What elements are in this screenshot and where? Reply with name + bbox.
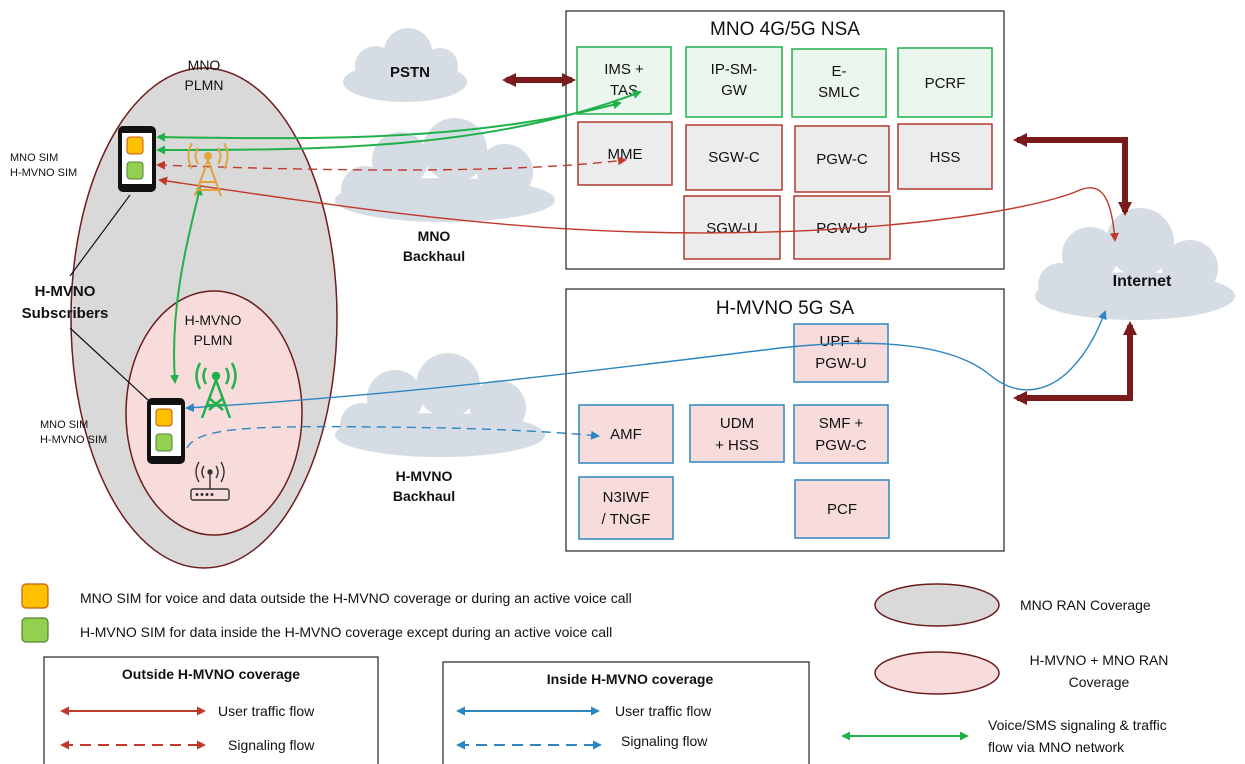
hmvno-nf-n3iwf-tngf: N3IWF / TNGF <box>578 476 674 540</box>
pstn-label: PSTN <box>390 64 430 81</box>
svg-text:GW: GW <box>721 82 748 99</box>
legend-green-sim-text: H-MVNO SIM for data inside the H-MVNO co… <box>80 624 612 640</box>
svg-text:PGW-C: PGW-C <box>815 437 867 454</box>
mno-backhaul-label: Backhaul <box>403 248 465 264</box>
hmvno-nf-pcf: PCF <box>794 479 890 539</box>
svg-text:TAS: TAS <box>610 82 638 99</box>
mno-plmn-label: MNO <box>188 57 221 73</box>
mno-nf-sgw-u: SGW-U <box>683 195 781 260</box>
hmvno-signaling-flow <box>186 425 600 449</box>
svg-text:IP-SM-: IP-SM- <box>711 61 758 78</box>
svg-text:SMLC: SMLC <box>818 84 860 101</box>
legend-green-sim-icon <box>21 617 49 643</box>
mno-nf-pgw-c: PGW-C <box>794 125 890 193</box>
legend-orange-sim-icon <box>21 583 49 609</box>
mno-plmn-label: PLMN <box>185 77 224 93</box>
svg-text:IMS +: IMS + <box>604 61 644 78</box>
svg-text:N3IWF: N3IWF <box>603 489 650 506</box>
svg-text:AMF: AMF <box>610 426 642 443</box>
svg-text:SGW-C: SGW-C <box>708 149 760 166</box>
phone-top-sim-label: H-MVNO SIM <box>10 167 77 179</box>
svg-text:SMF +: SMF + <box>819 415 864 432</box>
legend-inside-user-text: User traffic flow <box>615 703 712 719</box>
svg-text:SGW-U: SGW-U <box>706 220 757 237</box>
mno-nf-ims-tas: IMS + TAS <box>576 46 672 115</box>
hmvno-plmn-label: PLMN <box>194 332 233 348</box>
mno-internet-link <box>1013 133 1132 216</box>
phone-icon-top <box>118 126 156 192</box>
mno-nf-pgw-u: PGW-U <box>793 195 891 260</box>
mno-tower-icon <box>187 142 229 197</box>
hmvno-nf-amf: AMF <box>578 404 674 464</box>
voice-sms-flow-3 <box>170 186 203 384</box>
mno-nf-hss: HSS <box>897 123 993 190</box>
mno-backhaul-label: MNO <box>418 228 451 244</box>
hmvno-user-traffic-flow <box>185 310 1107 413</box>
svg-text:UDM: UDM <box>720 415 754 432</box>
mno-nf-ip-sm-gw: IP-SM- GW <box>685 46 783 118</box>
legend-orange-sim-text: MNO SIM for voice and data outside the H… <box>80 590 632 606</box>
phone-top-sim-label: MNO SIM <box>10 152 58 164</box>
svg-text:E-: E- <box>832 63 847 80</box>
hmvno-nf-smf: SMF + PGW-C <box>793 404 889 464</box>
hmvno-backhaul-label: H-MVNO <box>396 468 453 484</box>
hmvno-backhaul-cloud <box>335 353 545 457</box>
svg-text:/ TNGF: / TNGF <box>602 511 651 528</box>
mno-nf-sgw-c: SGW-C <box>685 124 783 191</box>
subscribers-label: H-MVNO <box>35 283 96 300</box>
mno-user-traffic-flow <box>158 176 1119 242</box>
legend-inside-title: Inside H-MVNO coverage <box>547 671 714 687</box>
subscriber-pointer-top <box>69 194 131 277</box>
hmvno-backhaul-label: Backhaul <box>393 488 455 504</box>
hmvno-nf-udm-hss: UDM + HSS <box>689 404 785 463</box>
hmvno-plmn-label: H-MVNO <box>185 312 242 328</box>
legend-outside-title: Outside H-MVNO coverage <box>122 666 300 682</box>
mno-nf-mme: MME <box>577 121 673 186</box>
mno-core-title: MNO 4G/5G NSA <box>710 19 860 40</box>
legend-outside-user-text: User traffic flow <box>218 703 315 719</box>
internet-label: Internet <box>1113 273 1172 290</box>
svg-text:PGW-U: PGW-U <box>815 355 866 372</box>
phone-bottom-sim-label: H-MVNO SIM <box>40 434 107 446</box>
voice-sms-flow-2 <box>156 90 642 155</box>
legend-voice-sms-text: flow via MNO network <box>988 739 1125 755</box>
mno-nf-pcrf: PCRF <box>897 47 993 118</box>
svg-text:HSS: HSS <box>930 149 961 166</box>
svg-text:PCRF: PCRF <box>925 75 966 92</box>
hmvno-nf-upf: UPF + PGW-U <box>793 323 889 383</box>
legend-mno-ran-text: MNO RAN Coverage <box>1020 597 1151 613</box>
mno-nf-e-smlc: E- SMLC <box>791 48 887 118</box>
hmvno-core-title: H-MVNO 5G SA <box>716 298 855 319</box>
subscribers-label: Subscribers <box>22 305 109 322</box>
svg-text:UPF +: UPF + <box>820 333 863 350</box>
internet-cloud <box>1035 208 1235 320</box>
legend-outside-signal-text: Signaling flow <box>228 737 315 753</box>
svg-text:PCF: PCF <box>827 501 857 518</box>
legend-hmvno-ran-text: H-MVNO + MNO RAN <box>1030 652 1169 668</box>
mno-signaling-flow <box>156 156 627 171</box>
pstn-cloud <box>343 28 467 102</box>
phone-bottom-sim-label: MNO SIM <box>40 419 88 431</box>
wifi-router-icon <box>190 461 230 501</box>
subscriber-pointer-bottom <box>69 327 149 401</box>
hmvno-tower-icon <box>195 362 237 419</box>
phone-icon-bottom <box>147 398 185 464</box>
svg-text:+ HSS: + HSS <box>715 437 759 454</box>
legend-inside-signal-text: Signaling flow <box>621 733 708 749</box>
legend-hmvno-ran-ellipse <box>874 651 1000 695</box>
hmvno-internet-link <box>1013 321 1137 405</box>
legend-voice-sms-text: Voice/SMS signaling & traffic <box>988 717 1167 733</box>
svg-text:PGW-C: PGW-C <box>816 151 868 168</box>
legend-hmvno-ran-text: Coverage <box>1069 674 1130 690</box>
legend-mno-ran-ellipse <box>874 583 1000 627</box>
